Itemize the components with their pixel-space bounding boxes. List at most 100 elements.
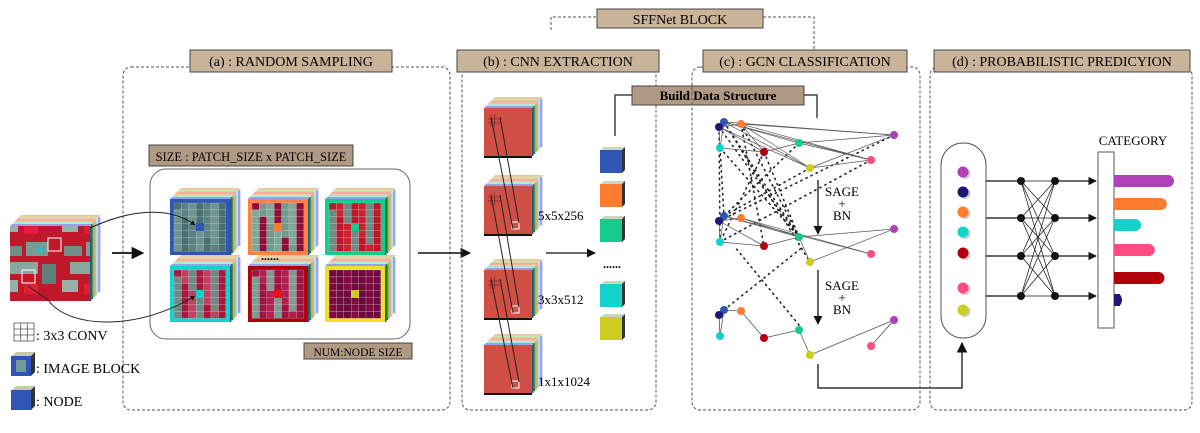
feature-node: [600, 150, 622, 173]
graph-node: [716, 238, 724, 246]
graph-node: [737, 307, 745, 315]
graph-node: [890, 131, 898, 139]
feature-node: [600, 317, 622, 340]
section-b-label-box: [456, 49, 660, 73]
graph-edge: [798, 329, 811, 356]
image-block-icon: [11, 352, 35, 376]
graph-edge: [798, 228, 895, 238]
graph-node: [737, 120, 745, 128]
mlp-neuron: [1017, 252, 1025, 260]
graph-edge: [719, 241, 765, 247]
feature-ellipsis: ......: [603, 257, 621, 271]
mlp-neuron: [1051, 252, 1059, 260]
receptive-line: [499, 194, 520, 308]
legend-item-node: : NODE: [11, 386, 82, 410]
hyperspectral-image: [10, 215, 101, 301]
graph-edge: [723, 121, 811, 169]
graph-edge: [798, 142, 872, 161]
dim-label: 1x1x1024: [538, 374, 591, 389]
op1-bn: BN: [833, 208, 852, 223]
image-patch: [325, 255, 396, 322]
legend-item-image-block: : IMAGE BLOCK: [11, 352, 140, 377]
graph-edge: [740, 123, 872, 161]
graph-node: [715, 217, 723, 225]
sffnet-block-header: SFFNet BLOCK: [550, 8, 815, 50]
embedding-node: [957, 247, 969, 259]
graph-node: [890, 316, 898, 324]
graph-node: [806, 351, 814, 359]
embedding-node: [957, 186, 969, 198]
category-bars: [1114, 175, 1174, 306]
op1-sage: SAGE: [825, 184, 859, 199]
inter-layer-dotted: [718, 134, 895, 222]
graph-edge: [763, 236, 800, 247]
mlp-edge: [1020, 180, 1056, 257]
graph-node: [867, 156, 875, 164]
image-patch: [248, 255, 319, 322]
category-axis: [1097, 151, 1115, 329]
embedding-nodes: [957, 166, 971, 317]
op2-sage: SAGE: [825, 278, 859, 293]
sample-window: [47, 237, 62, 252]
patch-center-pixel: [196, 290, 204, 298]
legend: : 3x3 CONV : IMAGE BLOCK : NODE: [11, 322, 140, 410]
inter-layer-dotted: [723, 167, 811, 217]
inter-layer-dotted: [733, 245, 800, 326]
mlp-neuron: [1051, 177, 1059, 185]
inter-layer-dotted: [718, 126, 800, 238]
section-d-frame: [929, 66, 1193, 411]
mlp-neuron: [1017, 177, 1025, 185]
graph-node: [716, 332, 724, 340]
graph-edge: [740, 123, 765, 153]
embedding-node: [957, 166, 969, 178]
op1-plus: +: [838, 196, 845, 211]
mlp-network: [986, 176, 1097, 301]
graph-edge: [723, 121, 800, 144]
embedding-node: [957, 304, 969, 316]
inter-layer-dotted: [719, 151, 765, 243]
inter-layer-dotted: [763, 151, 800, 238]
node-icon: [11, 386, 35, 410]
legend-label: : 3x3 CONV: [36, 329, 108, 344]
graph-edge: [809, 319, 895, 356]
graph-node: [795, 139, 803, 147]
graph-edge: [740, 123, 895, 136]
mlp-neuron: [1017, 214, 1025, 222]
build-data-structure-box: [631, 85, 805, 106]
inter-layer-dotted: [718, 126, 721, 243]
graph-edge: [719, 147, 765, 153]
graph-edge: [809, 134, 895, 169]
patch-container: [149, 168, 411, 340]
cnn-feature-map: [484, 175, 543, 236]
size-label: SIZE : PATCH_SIZE x PATCH_SIZE: [156, 150, 347, 164]
graph-node: [760, 148, 768, 156]
graph-edge: [718, 126, 765, 153]
image-patch: [248, 188, 319, 255]
hsi-cube: [10, 215, 101, 301]
inter-layer-dotted: [740, 123, 800, 238]
graph-layers: [715, 118, 898, 359]
feature-node: [600, 219, 622, 242]
section-cnn-extraction: (b) : CNN EXTRACTION 5x5x256 3x3x512 1x1…: [456, 49, 818, 411]
receptive-line: [490, 278, 514, 389]
inter-layer-dotted: [719, 147, 725, 217]
receptive-line: [499, 116, 520, 224]
build-data-structure-label: Build Data Structure: [660, 88, 777, 103]
num-label-box: [303, 342, 413, 360]
section-probabilistic-prediction: (d) : PROBABILISTIC PREDICYION CATEGORY: [929, 49, 1193, 411]
graph-edge: [740, 310, 765, 339]
sffnet-block-label-box: [596, 8, 764, 29]
cnn-layers: [484, 97, 543, 395]
graph-node: [720, 212, 728, 220]
section-c-label-box: [702, 49, 908, 73]
graph-node: [715, 311, 723, 319]
embedding-node: [957, 206, 969, 218]
inter-layer-dotted: [719, 159, 872, 243]
image-patch: [170, 255, 241, 322]
category-bar: [1114, 175, 1174, 187]
graph-node: [760, 242, 768, 250]
sffnet-block-title: SFFNet BLOCK: [633, 13, 728, 28]
dim-label: 3x3x512: [538, 292, 584, 307]
receptive-line: [490, 116, 514, 230]
